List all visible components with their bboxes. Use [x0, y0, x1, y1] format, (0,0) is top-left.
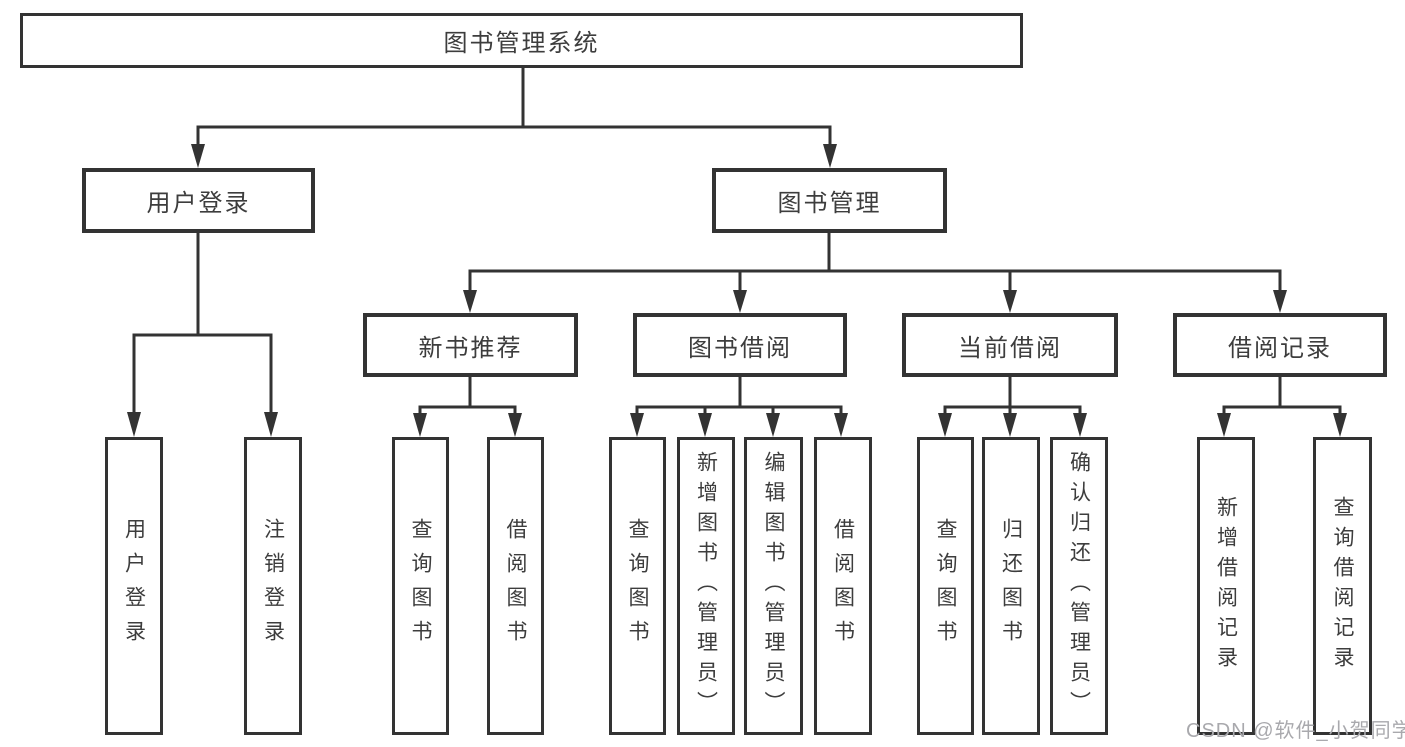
leaf-label: 查询借阅记录 — [1331, 496, 1354, 676]
leaf-query-books-borrowing: 查询图书 — [609, 437, 666, 735]
node-label: 借阅记录 — [1228, 334, 1332, 362]
node-book-borrowing: 图书借阅 — [633, 313, 847, 377]
leaf-label: 新增借阅记录 — [1214, 496, 1238, 676]
leaf-label: 借阅图书 — [831, 518, 855, 654]
leaf-label: 查询图书 — [626, 518, 649, 654]
leaf-confirm-return-admin: 确认归还（管理员） — [1050, 437, 1108, 735]
leaf-label: 查询图书 — [409, 518, 432, 654]
node-label: 当前借阅 — [958, 334, 1062, 362]
leaf-return-books: 归还图书 — [982, 437, 1040, 735]
leaf-query-books-recommend: 查询图书 — [392, 437, 449, 735]
leaf-edit-books-admin: 编辑图书（管理员） — [744, 437, 803, 735]
leaf-label: 确认归还（管理员） — [1067, 451, 1091, 721]
node-library-management-system: 图书管理系统 — [20, 13, 1023, 68]
leaf-label: 编辑图书（管理员） — [762, 451, 785, 721]
leaf-query-borrow-record: 查询借阅记录 — [1313, 437, 1372, 735]
leaf-add-borrow-record: 新增借阅记录 — [1197, 437, 1255, 735]
leaf-borrow-books-recommend: 借阅图书 — [487, 437, 544, 735]
leaf-label: 借阅图书 — [504, 518, 527, 654]
csdn-watermark: CSDN @软件_小贺同学 — [1186, 720, 1405, 742]
node-user-login: 用户登录 — [82, 168, 315, 233]
node-book-management: 图书管理 — [712, 168, 947, 233]
leaf-query-books-current: 查询图书 — [917, 437, 974, 735]
node-current-borrowing: 当前借阅 — [902, 313, 1118, 377]
node-label: 新书推荐 — [418, 334, 523, 362]
leaf-add-books-admin: 新增图书（管理员） — [677, 437, 735, 735]
leaf-label: 注销登录 — [261, 518, 285, 654]
node-label: 图书管理系统 — [443, 30, 600, 57]
node-label: 图书借阅 — [688, 334, 792, 362]
leaf-label: 归还图书 — [999, 518, 1023, 654]
leaf-label: 用户登录 — [122, 518, 146, 654]
node-label: 用户登录 — [146, 190, 251, 217]
node-new-book-recommend: 新书推荐 — [363, 313, 578, 377]
leaf-label: 新增图书（管理员） — [694, 451, 718, 721]
leaf-borrow-books: 借阅图书 — [814, 437, 872, 735]
node-label: 图书管理 — [777, 190, 882, 217]
leaf-label: 查询图书 — [934, 518, 957, 654]
leaf-user-login: 用户登录 — [105, 437, 163, 735]
node-borrowing-records: 借阅记录 — [1173, 313, 1387, 377]
leaf-logout: 注销登录 — [244, 437, 302, 735]
